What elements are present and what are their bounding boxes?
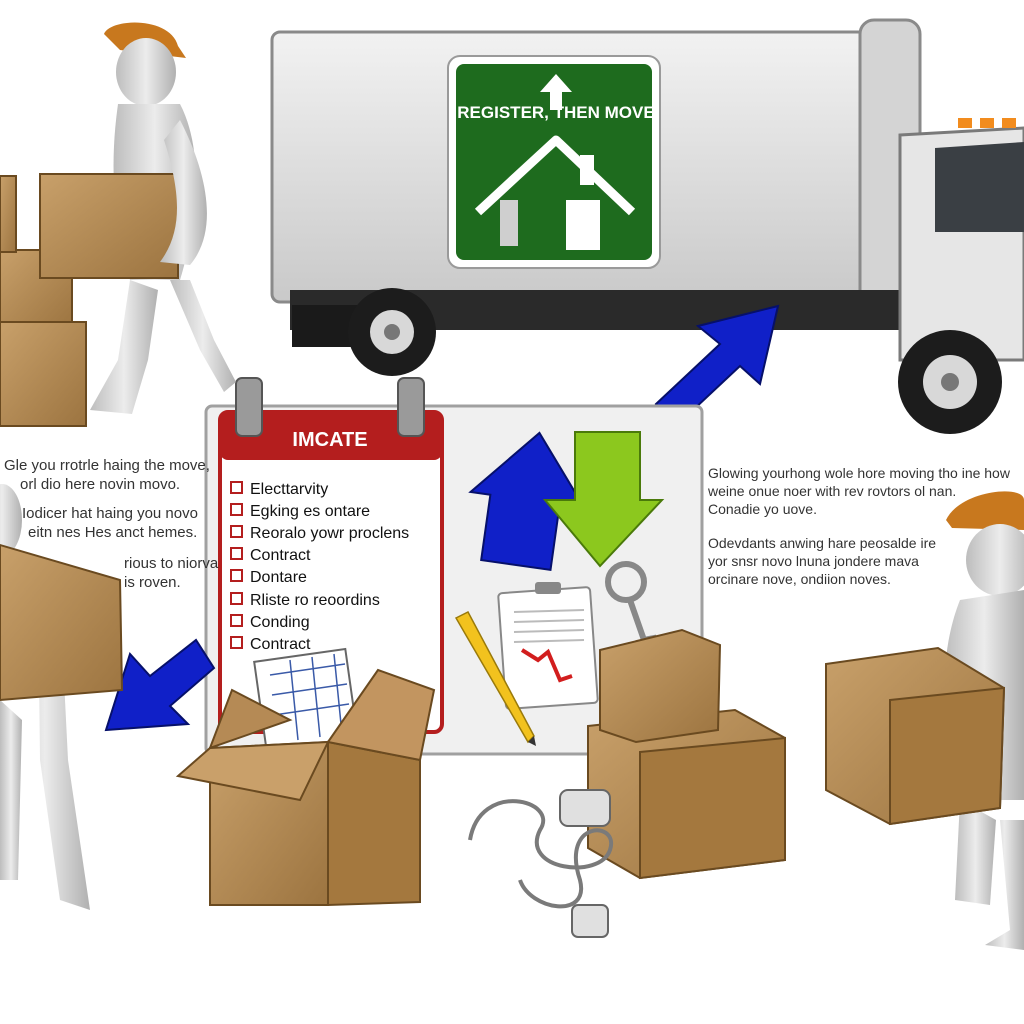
right-text-line: Conadie yo uove. [708,501,817,517]
mover-figure-right [825,491,1024,950]
checklist-item: Contract [230,547,311,564]
front-wheel [898,330,1002,434]
right-text-line: weine onue noer with rev rovtors ol nan. [708,483,957,499]
right-text-line: yor snsr novo lnuna jondere mava [708,553,919,569]
checklist-item: Electtarvity [230,481,328,498]
chart-line-icon [520,648,573,683]
clip-ring-icon [397,377,425,437]
truck-sign: REGISTER, THEN MOVE [447,55,661,269]
checklist-item-label: Dontare [250,569,307,586]
checklist-item-label: Contract [250,547,311,564]
checklist-item-label: Reoralo yowr proclens [250,525,409,542]
moving-truck: REGISTER, THEN MOVE [270,18,1024,434]
stacked-boxes [587,628,786,880]
checklist-item-label: Rliste ro reoordins [250,592,380,609]
checklist-item: Contract [230,636,311,653]
mover-figure-left [0,484,124,910]
left-text-line: orl dio here novin movo. [20,476,181,493]
left-text-line: is roven. [124,574,181,591]
checklist-item: Rliste ro reoordins [230,592,380,609]
document-clipboard [497,582,599,710]
checklist-item: Reoralo yowr proclens [230,525,409,542]
blue-arrow-exchange-icon [468,431,587,571]
checklist-item-label: Conding [250,614,310,631]
left-text-line [4,494,218,504]
cap-icon [946,491,1024,530]
checklist-item-label: Electtarvity [250,481,328,498]
power-cord-icon [468,789,614,938]
right-text-line: Glowing yourhong wole hore moving tho in… [708,465,1010,481]
house-icon [474,135,636,250]
up-arrow-icon [540,74,572,110]
right-text-block: Glowing yourhong wole hore moving tho in… [708,464,1010,588]
left-text-line: Gle you rrotrle haing the move, [4,457,210,474]
checklist-item: Conding [230,614,310,631]
right-text-line: orcinare nove, ondiion noves. [708,571,891,587]
blue-arrow-left-icon [104,638,216,732]
left-text-line: Iodicer hat haing you novo [22,505,198,522]
truck-sign-text: REGISTER, THEN MOVE [457,103,654,122]
left-text-line: eitn nes Hes anct hemes. [28,524,198,541]
checklist-item: Dontare [230,569,307,586]
checklist-item: Egking es ontare [230,503,370,520]
left-text-line: rious to niorva [124,555,219,572]
mover-figure-top-left [39,22,236,414]
rear-wheel [348,288,436,376]
checklist-item-label: Contract [250,636,311,653]
right-text-line: Odevdants anwing hare peosalde ire [708,535,937,551]
green-arrow-exchange-icon [542,431,665,568]
checklist-title: IMCATE [292,429,367,451]
checklist-item-label: Egking es ontare [250,503,370,520]
left-text-line [4,542,218,554]
clip-ring-icon [235,377,263,437]
left-text-block: Gle you rrotrle haing the move, orl dio … [4,456,218,592]
open-box [175,647,436,907]
pencil-icon [454,611,536,746]
right-text-line [708,518,1010,534]
